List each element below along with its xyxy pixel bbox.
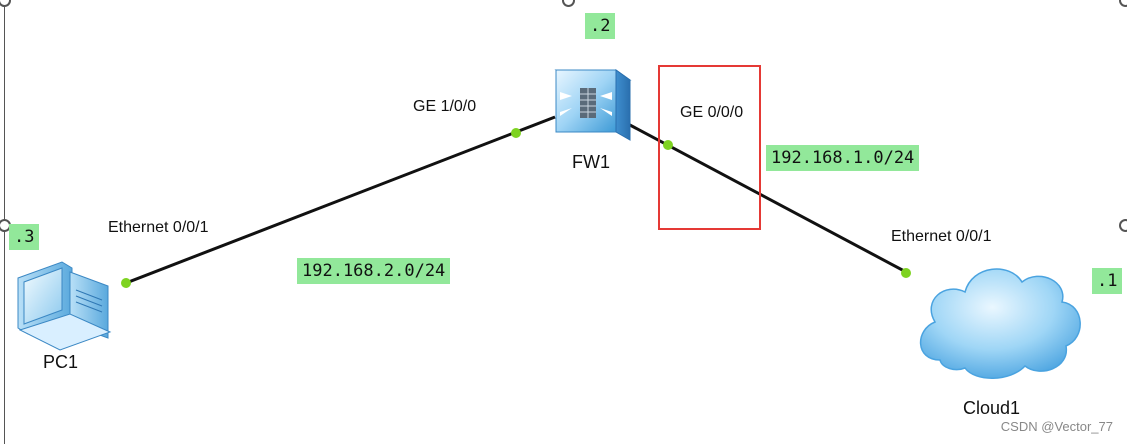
fw-name-label: FW1 (572, 152, 610, 172)
pc-name-label: PC1 (43, 352, 79, 372)
port-dot-fw-left[interactable] (511, 128, 521, 138)
pc-port-label: Ethernet 0/0/1 (108, 219, 209, 236)
fw-address-tag: .2 (585, 13, 616, 39)
selection-handle-top-right[interactable] (1119, 0, 1127, 7)
subnet-right-tag: 192.168.1.0/24 (766, 145, 920, 171)
pc-icon[interactable] (17, 261, 112, 351)
port-dot-fw-right[interactable] (663, 140, 673, 150)
port-dot-pc[interactable] (121, 278, 131, 288)
link-pc-fw[interactable] (125, 115, 556, 285)
link-fw-cloud[interactable] (627, 122, 909, 275)
pc-address-tag: .3 (9, 224, 40, 250)
selection-handle-mid-right[interactable] (1119, 219, 1127, 232)
port-dot-cloud[interactable] (901, 268, 911, 278)
selection-handle-top-middle[interactable] (562, 0, 575, 7)
cloud-port-label: Ethernet 0/0/1 (891, 228, 992, 245)
cloud-name-label: Cloud1 (963, 398, 1021, 418)
watermark-text: CSDN @Vector_77 (1000, 419, 1113, 434)
firewall-icon[interactable] (554, 69, 632, 141)
cloud-address-tag: .1 (1092, 268, 1123, 294)
selection-handle-top-left[interactable] (0, 0, 11, 7)
fw-port-right-label: GE 0/0/0 (680, 104, 744, 121)
fw-port-left-label: GE 1/0/0 (413, 98, 477, 115)
highlight-box (658, 65, 761, 230)
cloud-icon[interactable] (919, 268, 1081, 379)
subnet-left-tag: 192.168.2.0/24 (297, 258, 451, 284)
